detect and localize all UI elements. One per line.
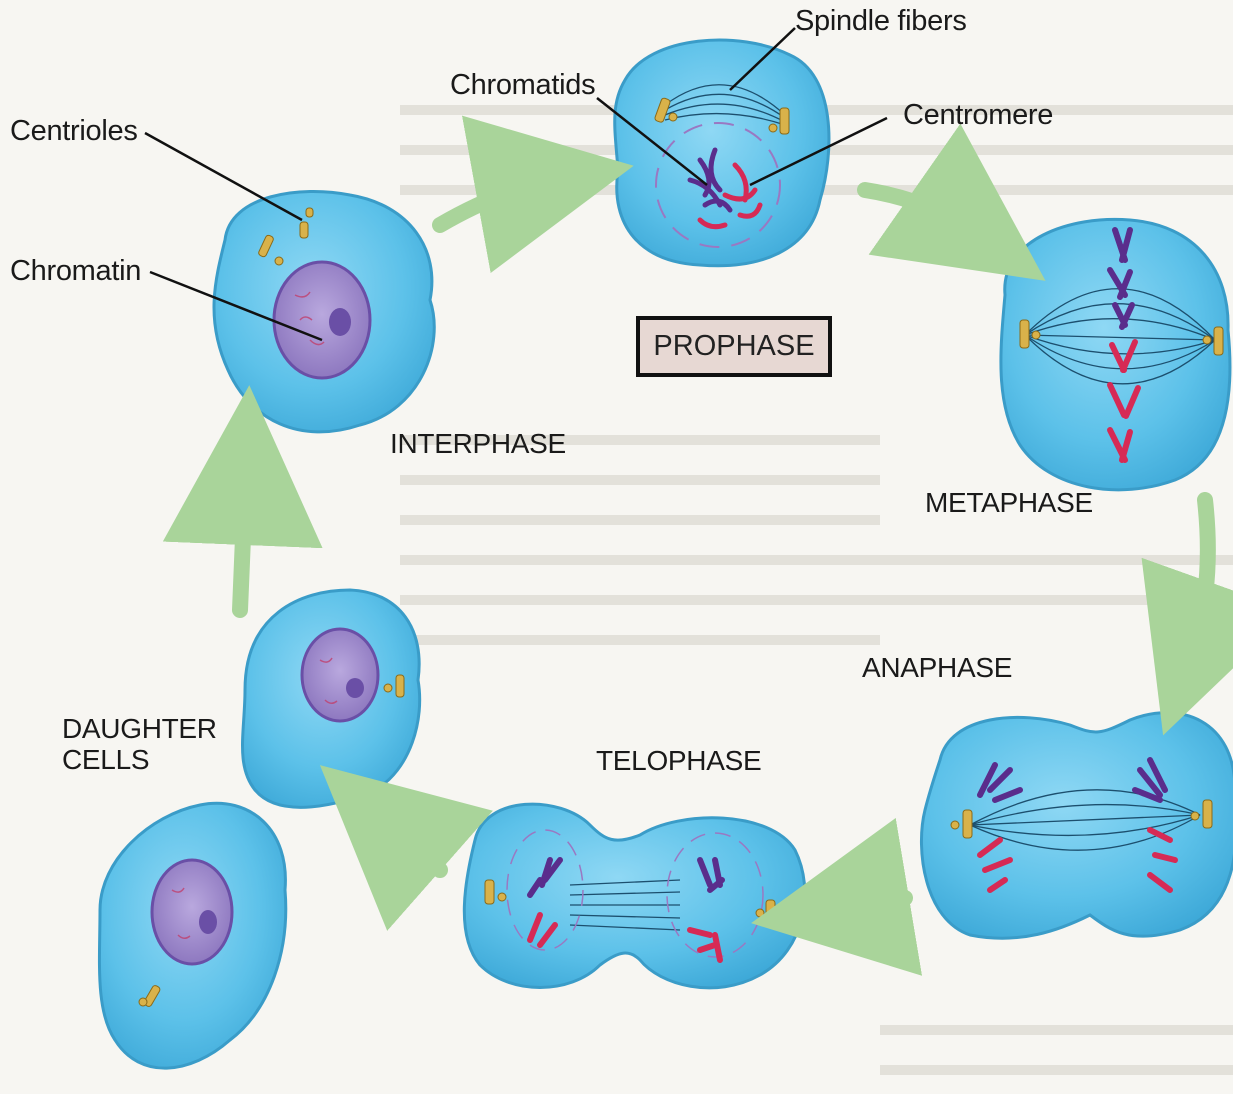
daughter-cell-lower xyxy=(99,803,285,1068)
label-anaphase: ANAPHASE xyxy=(862,653,1012,684)
telophase-cell xyxy=(464,804,805,988)
label-metaphase: METAPHASE xyxy=(925,488,1093,519)
prophase-highlight-box: PROPHASE xyxy=(636,316,832,377)
prophase-cell xyxy=(615,40,829,266)
label-daughter-cells-line1: DAUGHTER xyxy=(62,714,217,745)
label-centromere: Centromere xyxy=(903,100,1053,132)
label-centrioles: Centrioles xyxy=(10,116,138,148)
label-prophase: PROPHASE xyxy=(653,330,814,363)
arrow-prophase-to-metaphase xyxy=(865,190,980,235)
label-daughter-cells-line2: CELLS xyxy=(62,745,217,776)
leader-centrioles xyxy=(145,133,302,220)
arrow-anaphase-to-telophase xyxy=(830,898,905,910)
label-interphase: INTERPHASE xyxy=(390,429,566,460)
metaphase-cell xyxy=(1001,219,1230,489)
arrow-metaphase-to-anaphase xyxy=(1190,500,1208,660)
anaphase-cell xyxy=(921,713,1233,939)
label-spindle-fibers: Spindle fibers xyxy=(795,6,967,38)
label-chromatids: Chromatids xyxy=(450,70,595,102)
arrow-telophase-to-daughter xyxy=(380,818,440,870)
daughter-cell-upper xyxy=(243,590,420,807)
label-telophase: TELOPHASE xyxy=(596,746,761,777)
arrow-daughter-to-interphase xyxy=(240,465,246,610)
label-chromatin: Chromatin xyxy=(10,256,141,288)
label-daughter-cells: DAUGHTER CELLS xyxy=(62,714,217,776)
